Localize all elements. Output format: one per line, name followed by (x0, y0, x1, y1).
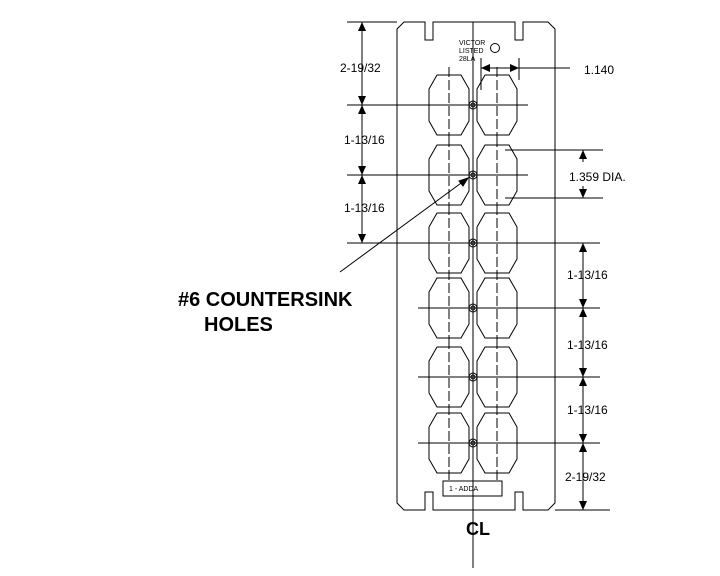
outlet-hole (428, 412, 470, 474)
arrow-icon (579, 308, 587, 317)
arrow-icon (579, 434, 587, 443)
arrow-icon (579, 377, 587, 386)
dim-label: 2-19/32 (565, 470, 606, 484)
ul-mark-icon (490, 43, 500, 53)
arrow-icon (579, 243, 587, 252)
arrow-icon (358, 175, 366, 184)
outlet-hole (476, 346, 518, 408)
callout-title: #6 COUNTERSINK (178, 289, 353, 311)
label-line: LISTED (459, 48, 484, 55)
dim-label: 1-13/16 (344, 201, 385, 215)
outlet-hole (428, 144, 470, 206)
arrow-icon (579, 443, 587, 452)
label-line: 28LA (459, 56, 476, 63)
outlet-hole (428, 212, 470, 274)
right-dimensions (480, 58, 610, 511)
arrow-icon (358, 22, 366, 31)
label-line: VICTOR (459, 40, 485, 47)
arrow-icon (358, 234, 366, 243)
arrow-icon (579, 189, 587, 198)
arrow-icon (579, 299, 587, 308)
dim-label: 1.359 DIA. (569, 170, 626, 184)
dim-label: 1.140 (584, 63, 614, 77)
outlet-hole (476, 74, 518, 136)
arrow-icon (481, 64, 490, 72)
outlet-hole (476, 277, 518, 339)
bottom-label-box (442, 480, 503, 497)
outlet-hole (476, 412, 518, 474)
outlet-hole (428, 277, 470, 339)
arrow-icon (358, 166, 366, 175)
arrow-icon (510, 64, 519, 72)
centerline-symbol: CL (466, 519, 490, 539)
left-dimensions (347, 21, 425, 244)
outlet-hole (428, 74, 470, 136)
dim-label: 1-13/16 (567, 403, 608, 417)
dim-label: 1-13/16 (567, 268, 608, 282)
outlet-hole (476, 212, 518, 274)
arrow-icon (579, 368, 587, 377)
dim-label: 2-19/32 (340, 61, 381, 75)
leader-line (339, 177, 469, 273)
arrow-icon (358, 105, 366, 114)
arrow-icon (579, 501, 587, 510)
callout-title: HOLES (204, 314, 273, 336)
plate-outline (396, 21, 556, 511)
arrow-icon (579, 150, 587, 159)
dim-label: 1-13/16 (567, 338, 608, 352)
dim-label: 1-13/16 (344, 133, 385, 147)
bottom-label: 1 - ADDA (449, 486, 479, 493)
arrow-icon (358, 96, 366, 105)
outlet-hole (428, 346, 470, 408)
dimension-arrows (358, 22, 587, 510)
